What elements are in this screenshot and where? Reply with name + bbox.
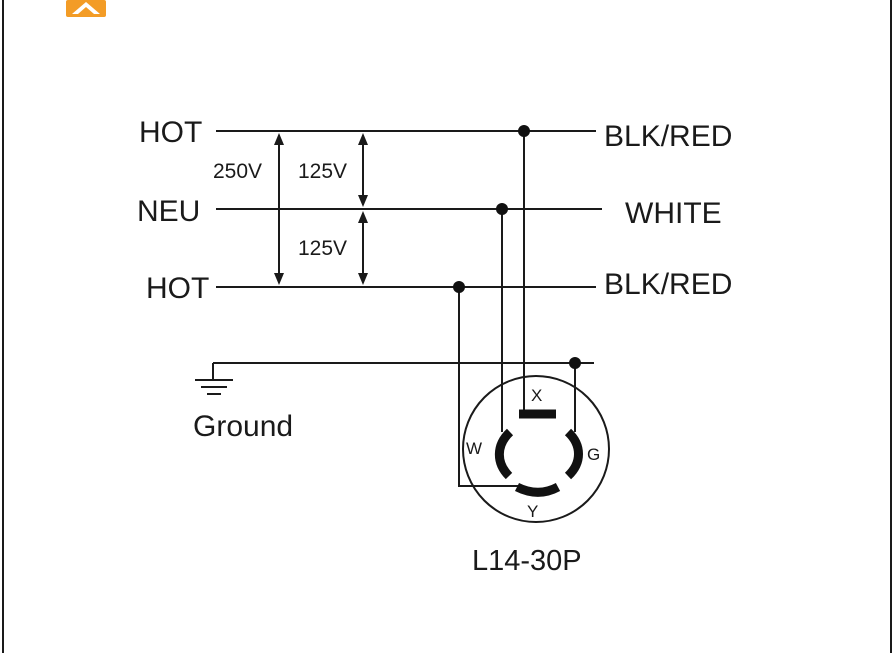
logo-icon: [66, 0, 106, 17]
voltage-arrow-250v: [274, 133, 284, 285]
terminal-x-label: X: [531, 386, 542, 405]
junction-dot-x: [518, 125, 530, 137]
junction-dot-y: [453, 281, 465, 293]
terminal-w-label: W: [466, 439, 482, 458]
blade-g: [564, 428, 583, 480]
terminal-g-label: G: [587, 445, 600, 464]
connector-title: L14-30P: [472, 545, 582, 577]
neu-label: NEU: [137, 195, 200, 228]
junction-dot-w: [496, 203, 508, 215]
terminal-y-label: Y: [527, 502, 538, 521]
hot-top-label: HOT: [139, 116, 202, 149]
blade-y: [514, 482, 561, 497]
voltage-arrow-125v-lower: [358, 211, 368, 285]
voltage-125v-lower-label: 125V: [298, 237, 347, 260]
ground-label: Ground: [193, 410, 293, 443]
junction-dot-g: [569, 357, 581, 369]
voltage-arrow-125v-upper: [358, 133, 368, 207]
voltage-250v-label: 250V: [213, 160, 262, 183]
ground-symbol-icon: [195, 363, 233, 395]
blk-red-bottom-label: BLK/RED: [604, 268, 732, 301]
white-label: WHITE: [625, 197, 722, 230]
blk-red-top-label: BLK/RED: [604, 120, 732, 153]
blade-w: [494, 428, 514, 480]
voltage-125v-upper-label: 125V: [298, 160, 347, 183]
hot-bottom-label: HOT: [146, 272, 209, 305]
